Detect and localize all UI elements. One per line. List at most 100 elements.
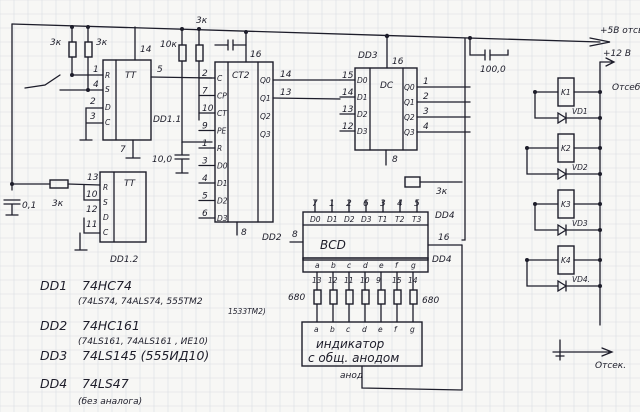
diode bbox=[534, 203, 601, 237]
segment-resistor bbox=[345, 289, 354, 305]
power-rail-5v: +5В отсв. bbox=[11, 23, 640, 191]
pin-num: 2 bbox=[423, 92, 429, 102]
ground-output: Отсек. bbox=[552, 339, 626, 371]
dd2-body bbox=[214, 61, 274, 223]
dd4-name-2: DD4 bbox=[432, 255, 452, 265]
pin-num: 14 bbox=[280, 70, 292, 80]
pin-num: 4 bbox=[93, 80, 99, 90]
pin-num: 14 bbox=[140, 45, 152, 55]
pin-label: D bbox=[105, 103, 111, 112]
note-id: DD2 bbox=[40, 318, 67, 333]
dd1-type: TT bbox=[125, 71, 137, 81]
pin-label: c bbox=[347, 261, 352, 270]
pin-label: D2 bbox=[217, 197, 228, 206]
seg-res-right-label: 680 bbox=[422, 296, 439, 306]
pin-num: 6 bbox=[202, 209, 208, 219]
pin-num: 5 bbox=[157, 65, 163, 75]
pin-label: b bbox=[331, 261, 336, 270]
pin-num: 1 bbox=[202, 139, 208, 149]
segment-label: c bbox=[346, 325, 351, 334]
pin-label: D2 bbox=[344, 215, 355, 224]
pin-label: Q0 bbox=[260, 76, 271, 85]
anode-label: анод bbox=[340, 371, 363, 381]
dd1b-type: TT bbox=[124, 179, 136, 189]
dd2-type: CT2 bbox=[232, 71, 250, 81]
segment-resistor bbox=[313, 289, 322, 305]
dd1-2-body bbox=[99, 171, 147, 243]
diode bbox=[526, 259, 601, 293]
v12-label: +12 В bbox=[603, 49, 631, 59]
pin-label: S bbox=[105, 85, 110, 94]
pin-label: D bbox=[103, 213, 109, 222]
pin-label: CP bbox=[217, 92, 227, 101]
r1-label: 3к bbox=[50, 38, 62, 48]
pin-label: D1 bbox=[217, 179, 228, 188]
dd1-1-flipflop: 3к 3к TT DD1.1 R S D C 1 4 2 3 14 7 5 bbox=[24, 25, 213, 159]
pin-num: 3 bbox=[423, 107, 429, 117]
resistor-r2 bbox=[84, 41, 93, 58]
diode-label: VD2 bbox=[572, 163, 588, 172]
dd1-1-body bbox=[102, 59, 152, 141]
pin-num: 8 bbox=[292, 230, 298, 240]
relay-label: K3 bbox=[561, 200, 571, 209]
pin-label: PE bbox=[217, 127, 227, 136]
dd4-name: DD4 bbox=[435, 211, 455, 221]
pin-num: 8 bbox=[241, 228, 247, 238]
pin-num: 3 bbox=[202, 157, 208, 167]
c1-label: 0,1 bbox=[22, 201, 36, 211]
switch bbox=[24, 74, 89, 91]
note-alt: (без аналога) bbox=[78, 397, 142, 407]
pin-label: D0 bbox=[217, 162, 228, 171]
pin-num: 1 bbox=[93, 65, 99, 75]
diode bbox=[534, 91, 601, 125]
dd1b-name: DD1.2 bbox=[110, 255, 138, 265]
capacitor-c2 bbox=[174, 141, 190, 174]
pin-label: T1 bbox=[378, 215, 387, 224]
segment-label: b bbox=[330, 325, 335, 334]
resistor-r5 bbox=[404, 176, 421, 188]
c2-label: 10,0 bbox=[152, 155, 172, 165]
pin-num: 13 bbox=[280, 88, 292, 98]
segment-resistor bbox=[409, 289, 418, 305]
segment-resistor bbox=[377, 289, 386, 305]
pin-label: R bbox=[217, 144, 222, 153]
r3-label: 10к bbox=[160, 40, 177, 50]
pin-label: Q2 bbox=[260, 112, 271, 121]
pin-num: 9 bbox=[202, 122, 208, 132]
pin-num: 9 bbox=[376, 276, 381, 285]
capacitor-c1 bbox=[3, 199, 21, 216]
pin-label: R bbox=[105, 71, 110, 80]
diode-label: VD3 bbox=[572, 219, 588, 228]
note-part: 74LS47 bbox=[82, 376, 129, 391]
segment-label: d bbox=[362, 325, 367, 334]
note-id: DD4 bbox=[40, 376, 67, 391]
pin-label: T2 bbox=[395, 215, 405, 224]
pin-label: CT bbox=[217, 109, 228, 118]
pin-label: C bbox=[105, 118, 111, 127]
diode-label: VD1 bbox=[572, 107, 588, 116]
pin-num: 13 bbox=[342, 105, 354, 115]
pin-label: e bbox=[379, 261, 384, 270]
pin-label: T3 bbox=[412, 215, 422, 224]
dd3-type: DC bbox=[380, 81, 394, 91]
c3-label: 100,0 bbox=[480, 65, 506, 75]
segment-resistor bbox=[393, 289, 402, 305]
note-id: DD3 bbox=[40, 348, 67, 363]
pin-label: C bbox=[103, 228, 109, 237]
note-id: DD1 bbox=[40, 278, 67, 293]
pin-label: S bbox=[103, 198, 108, 207]
pin-label: f bbox=[395, 261, 399, 270]
note-alt: (74LS161, 74ALS161 , ИЕ10) bbox=[78, 337, 208, 347]
pin-num: 7 bbox=[120, 145, 126, 155]
note-alt2: 1533ТМ2) bbox=[228, 307, 266, 316]
dd1-2-flipflop: 3к 0,1 TT DD1.2 R S D C 13 10 12 11 bbox=[3, 171, 147, 265]
r6-label: 3к bbox=[52, 199, 64, 209]
pin-num: 15 bbox=[342, 71, 354, 81]
pin-label: g bbox=[411, 261, 416, 270]
